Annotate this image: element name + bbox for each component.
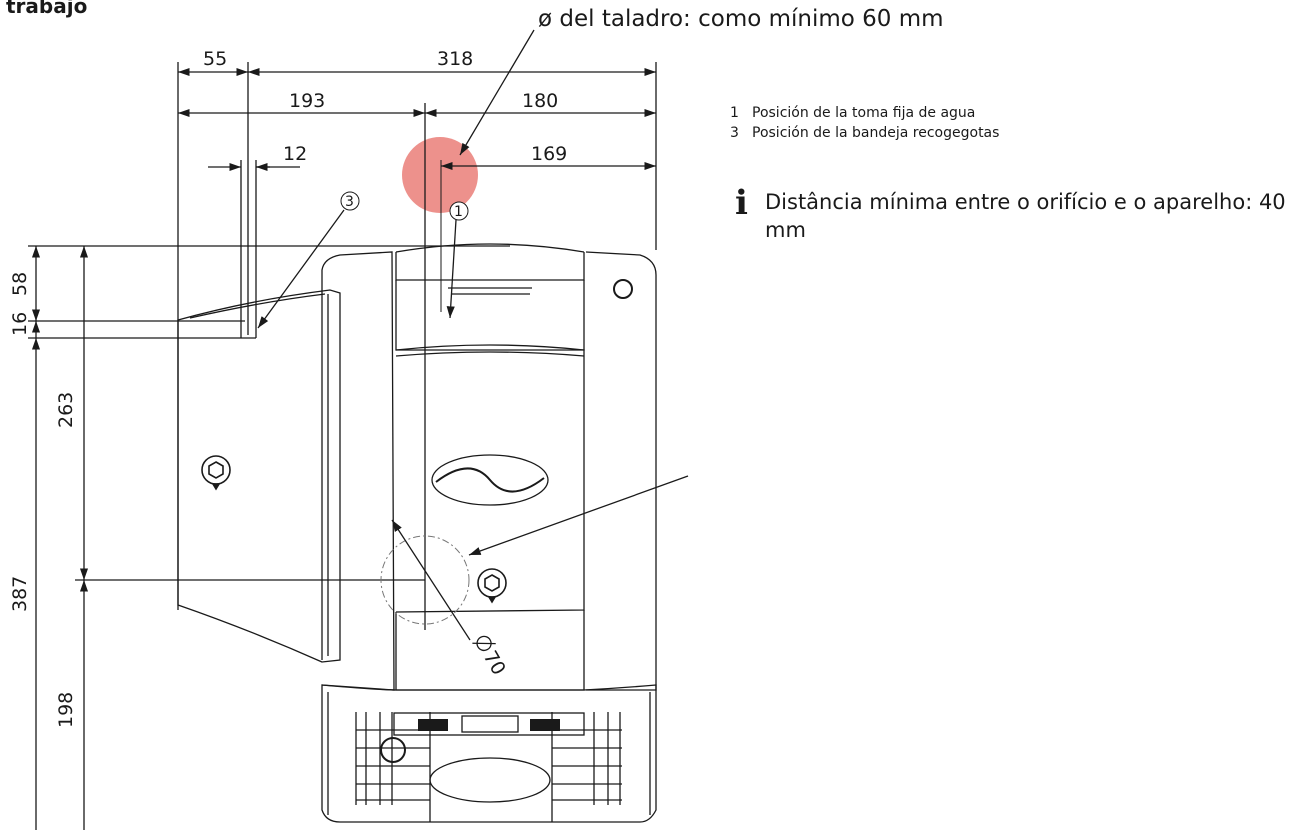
dimension-label-193: 193 <box>289 90 325 112</box>
left-dimensions <box>28 245 510 830</box>
legend: 1 Posición de la toma fija de agua 3 Pos… <box>730 103 999 143</box>
legend-number: 1 <box>730 105 739 121</box>
section-title: trabajo <box>6 0 88 18</box>
callout-leader-3 <box>257 209 345 329</box>
callout-number-3: 3 <box>345 194 354 210</box>
legend-item: 1 Posición de la toma fija de agua <box>730 103 999 123</box>
grille-accent-right <box>530 719 560 731</box>
dimension-label-263: 263 <box>55 392 77 428</box>
drill-position-highlight <box>402 137 478 213</box>
callout-leader-1 <box>446 219 457 319</box>
info-text: Distância mínima entre o orifício e o ap… <box>765 190 1286 242</box>
legend-label: Posición de la bandeja recogegotas <box>752 125 1000 141</box>
callout-circle-3 <box>340 191 360 211</box>
dimension-label-16: 16 <box>9 312 31 336</box>
legend-label: Posición de la toma fija de agua <box>752 105 976 121</box>
drill-hole-circle <box>380 535 470 625</box>
callout-number-1: 1 <box>454 204 463 220</box>
dimension-label-387: 387 <box>9 576 31 612</box>
legend-number: 3 <box>730 125 739 141</box>
grille-accent-left <box>418 719 448 731</box>
info-icon: i <box>735 183 748 223</box>
legend-item: 3 Posición de la bandeja recogegotas <box>730 123 999 143</box>
dimension-label-169: 169 <box>531 143 567 165</box>
callout-circle-1 <box>449 201 469 221</box>
diameter-label: 70 <box>472 635 510 679</box>
dimension-label-318: 318 <box>437 48 473 70</box>
info-note: i Distância mínima entre o orifício e o … <box>735 183 1307 244</box>
diameter-leader <box>468 475 689 556</box>
machine-outline <box>177 243 657 823</box>
screw-icon-right <box>477 568 507 604</box>
drill-note-leader <box>459 29 535 156</box>
diameter-line <box>391 519 471 641</box>
drill-diameter-note: ø del taladro: como mínimo 60 mm <box>538 6 944 32</box>
dimension-label-58: 58 <box>9 272 31 296</box>
dimension-label-198: 198 <box>55 692 77 728</box>
dimension-label-55: 55 <box>203 48 227 70</box>
screw-icon-left <box>201 455 231 491</box>
dimension-label-12: 12 <box>283 143 307 165</box>
top-dimensions <box>177 62 657 630</box>
diameter-value: 70 <box>479 647 510 679</box>
dimension-label-180: 180 <box>522 90 558 112</box>
